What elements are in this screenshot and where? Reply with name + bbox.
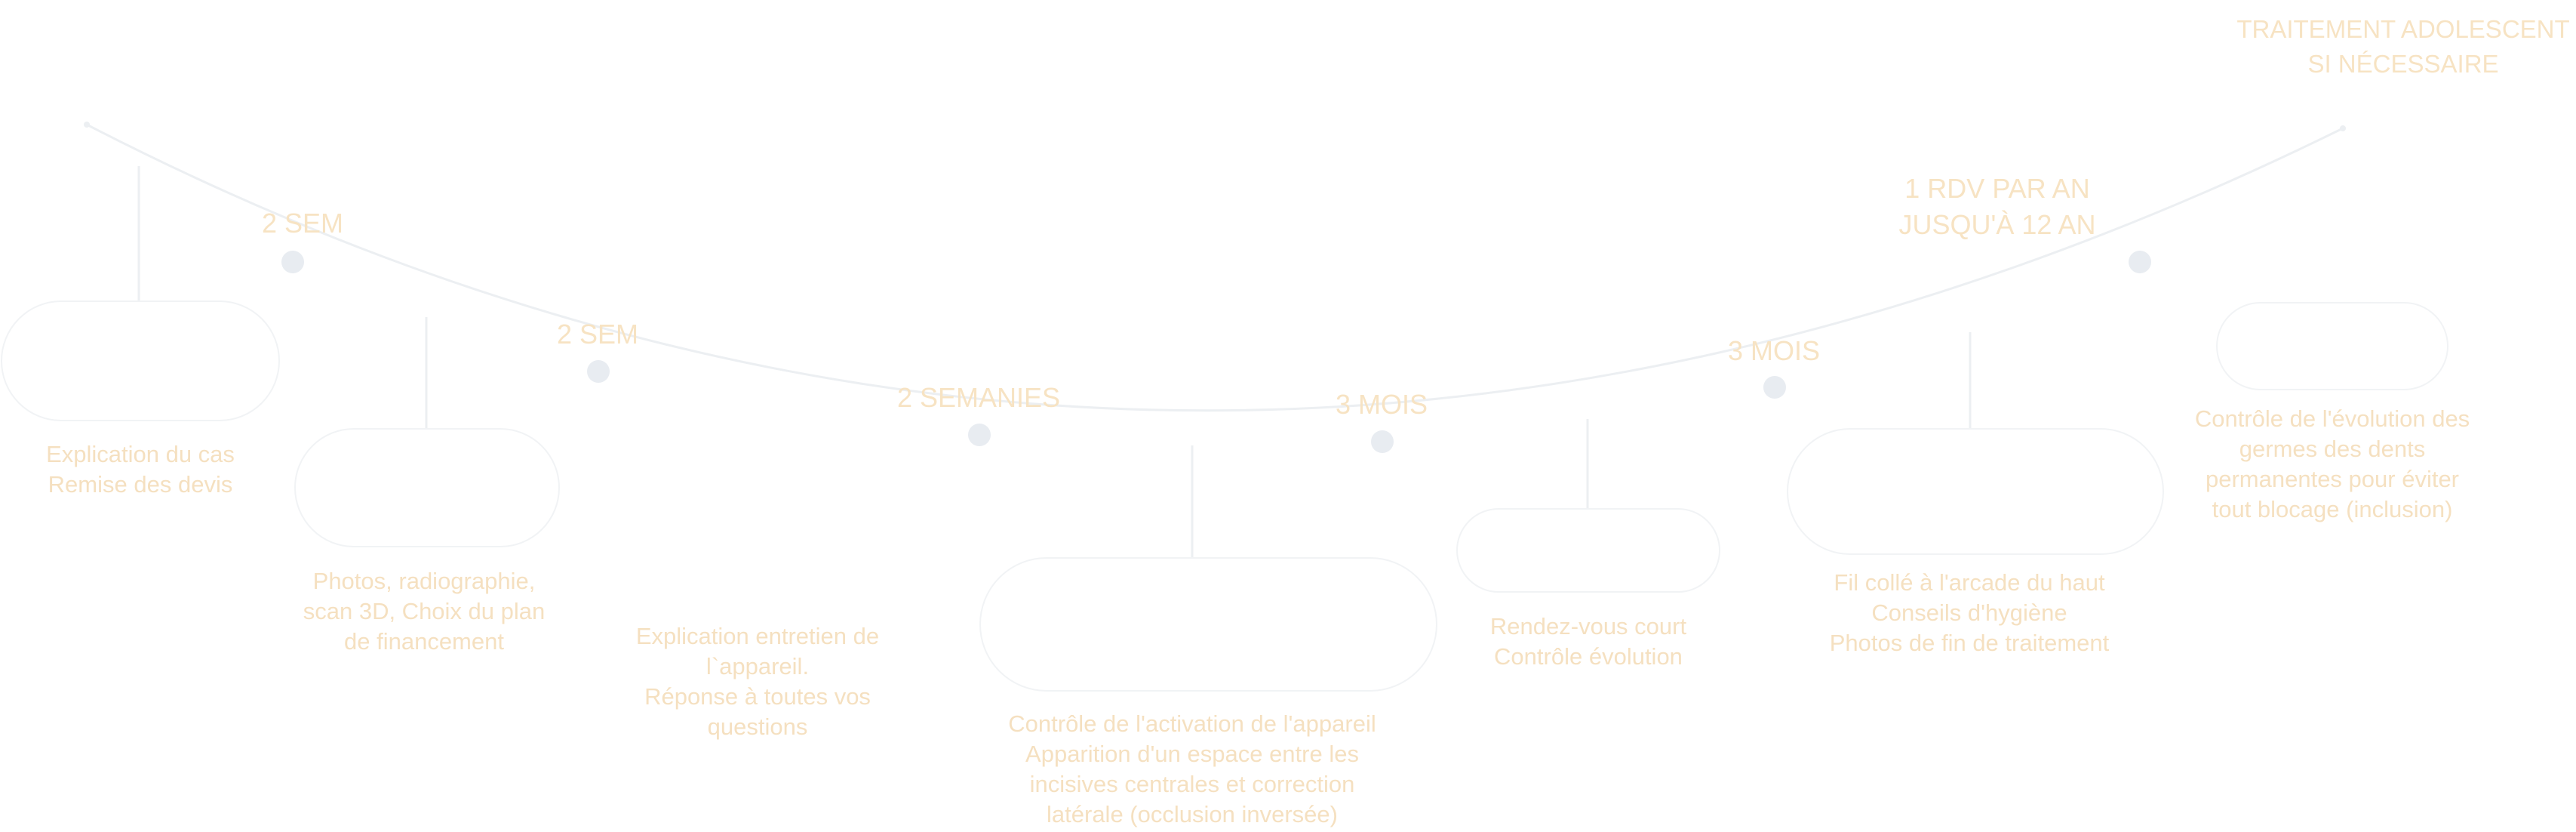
milestone-label: 2 SEM [262, 207, 343, 240]
milestone-label-text: 1 RDV PAR AN [1904, 173, 2090, 204]
step-description-line: questions [707, 713, 808, 740]
step-description-line: incisives centrales et correction [1029, 771, 1355, 797]
step-description: Explication entretien de l`appareil. Rép… [636, 621, 879, 742]
step-pill [1, 300, 280, 421]
milestone-dot [281, 251, 304, 273]
step-description-line: Photos de fin de traitement [1829, 630, 2110, 656]
milestone-dot [1763, 376, 1786, 399]
milestone-label: 3 MOIS [1336, 388, 1428, 421]
step-description: Contrôle de l'évolution des germes des d… [2195, 404, 2470, 525]
step-description-line: Remise des devis [48, 471, 233, 498]
treatment-title-line: SI NÉCESSAIRE [2307, 50, 2499, 78]
step-description-line: Contrôle de l'évolution des [2194, 405, 2470, 432]
milestone-label-text: 2 SEM [556, 319, 639, 350]
milestone-label-text: 3 MOIS [1727, 335, 1821, 366]
step-description: Photos, radiographie, scan 3D, Choix du … [303, 566, 546, 657]
step-description: Contrôle de l'activation de l'appareil A… [1008, 709, 1376, 830]
step-description: Fil collé à l'arcade du haut Conseils d'… [1830, 568, 2110, 658]
step-pill [2216, 302, 2448, 390]
step-description-line: Contrôle évolution [1494, 643, 1683, 670]
step-description-line: Explication entretien de [635, 623, 880, 649]
step-description-line: l`appareil. [705, 653, 810, 679]
step-description-line: Apparition d'un espace entre les [1025, 741, 1359, 767]
treatment-title-line: TRAITEMENT ADOLESCENT [2236, 15, 2570, 43]
step-description-line: scan 3D, Choix du plan [303, 598, 546, 624]
milestone-dot [968, 424, 991, 446]
milestone-dot [2129, 251, 2151, 273]
step-description: Explication du cas Remise des devis [46, 439, 235, 500]
step-pill [294, 428, 560, 547]
milestone-label-text: JUSQU'À 12 AN [1898, 209, 2096, 240]
milestone-label-text: 2 SEMANIES [896, 382, 1061, 413]
timeline-curve [86, 123, 2344, 412]
step-description: Rendez-vous court Contrôle évolution [1490, 612, 1686, 672]
milestone-label: 2 SEM [557, 318, 638, 351]
step-description-line: Contrôle de l'activation de l'appareil [1008, 710, 1376, 737]
milestone-dot [587, 360, 610, 383]
step-description-line: Réponse à toutes vos [644, 683, 871, 710]
milestone-label: 3 MOIS [1728, 334, 1820, 368]
milestone-label: 1 RDV PAR AN JUSQU'À 12 AN [1899, 172, 2096, 242]
milestone-label-text: 3 MOIS [1335, 389, 1428, 420]
step-pill [1787, 428, 2164, 555]
curve-end-endpoint [2340, 125, 2346, 131]
step-description-line: Conseils d'hygiène [1871, 599, 2067, 626]
milestone-dot [1371, 430, 1394, 453]
step-pill [979, 557, 1437, 692]
milestone-label-text: 2 SEM [261, 208, 344, 239]
step-description-line: de financement [344, 628, 504, 655]
step-description-line: tout blocage (inclusion) [2212, 496, 2453, 522]
treatment-title: TRAITEMENT ADOLESCENT SI NÉCESSAIRE [2236, 12, 2569, 82]
step-description-line: Photos, radiographie, [312, 568, 536, 594]
step-description-line: latérale (occlusion inversée) [1047, 801, 1338, 827]
step-description-line: Explication du cas [46, 441, 235, 467]
step-description-line: permanentes pour éviter [2205, 466, 2460, 492]
step-pill [1456, 508, 1720, 593]
step-description-line: germes des dents [2239, 436, 2426, 462]
curve-start-endpoint [84, 122, 90, 128]
step-description-line: Rendez-vous court [1489, 613, 1687, 639]
milestone-label: 2 SEMANIES [897, 381, 1060, 414]
step-description-line: Fil collé à l'arcade du haut [1834, 569, 2105, 596]
